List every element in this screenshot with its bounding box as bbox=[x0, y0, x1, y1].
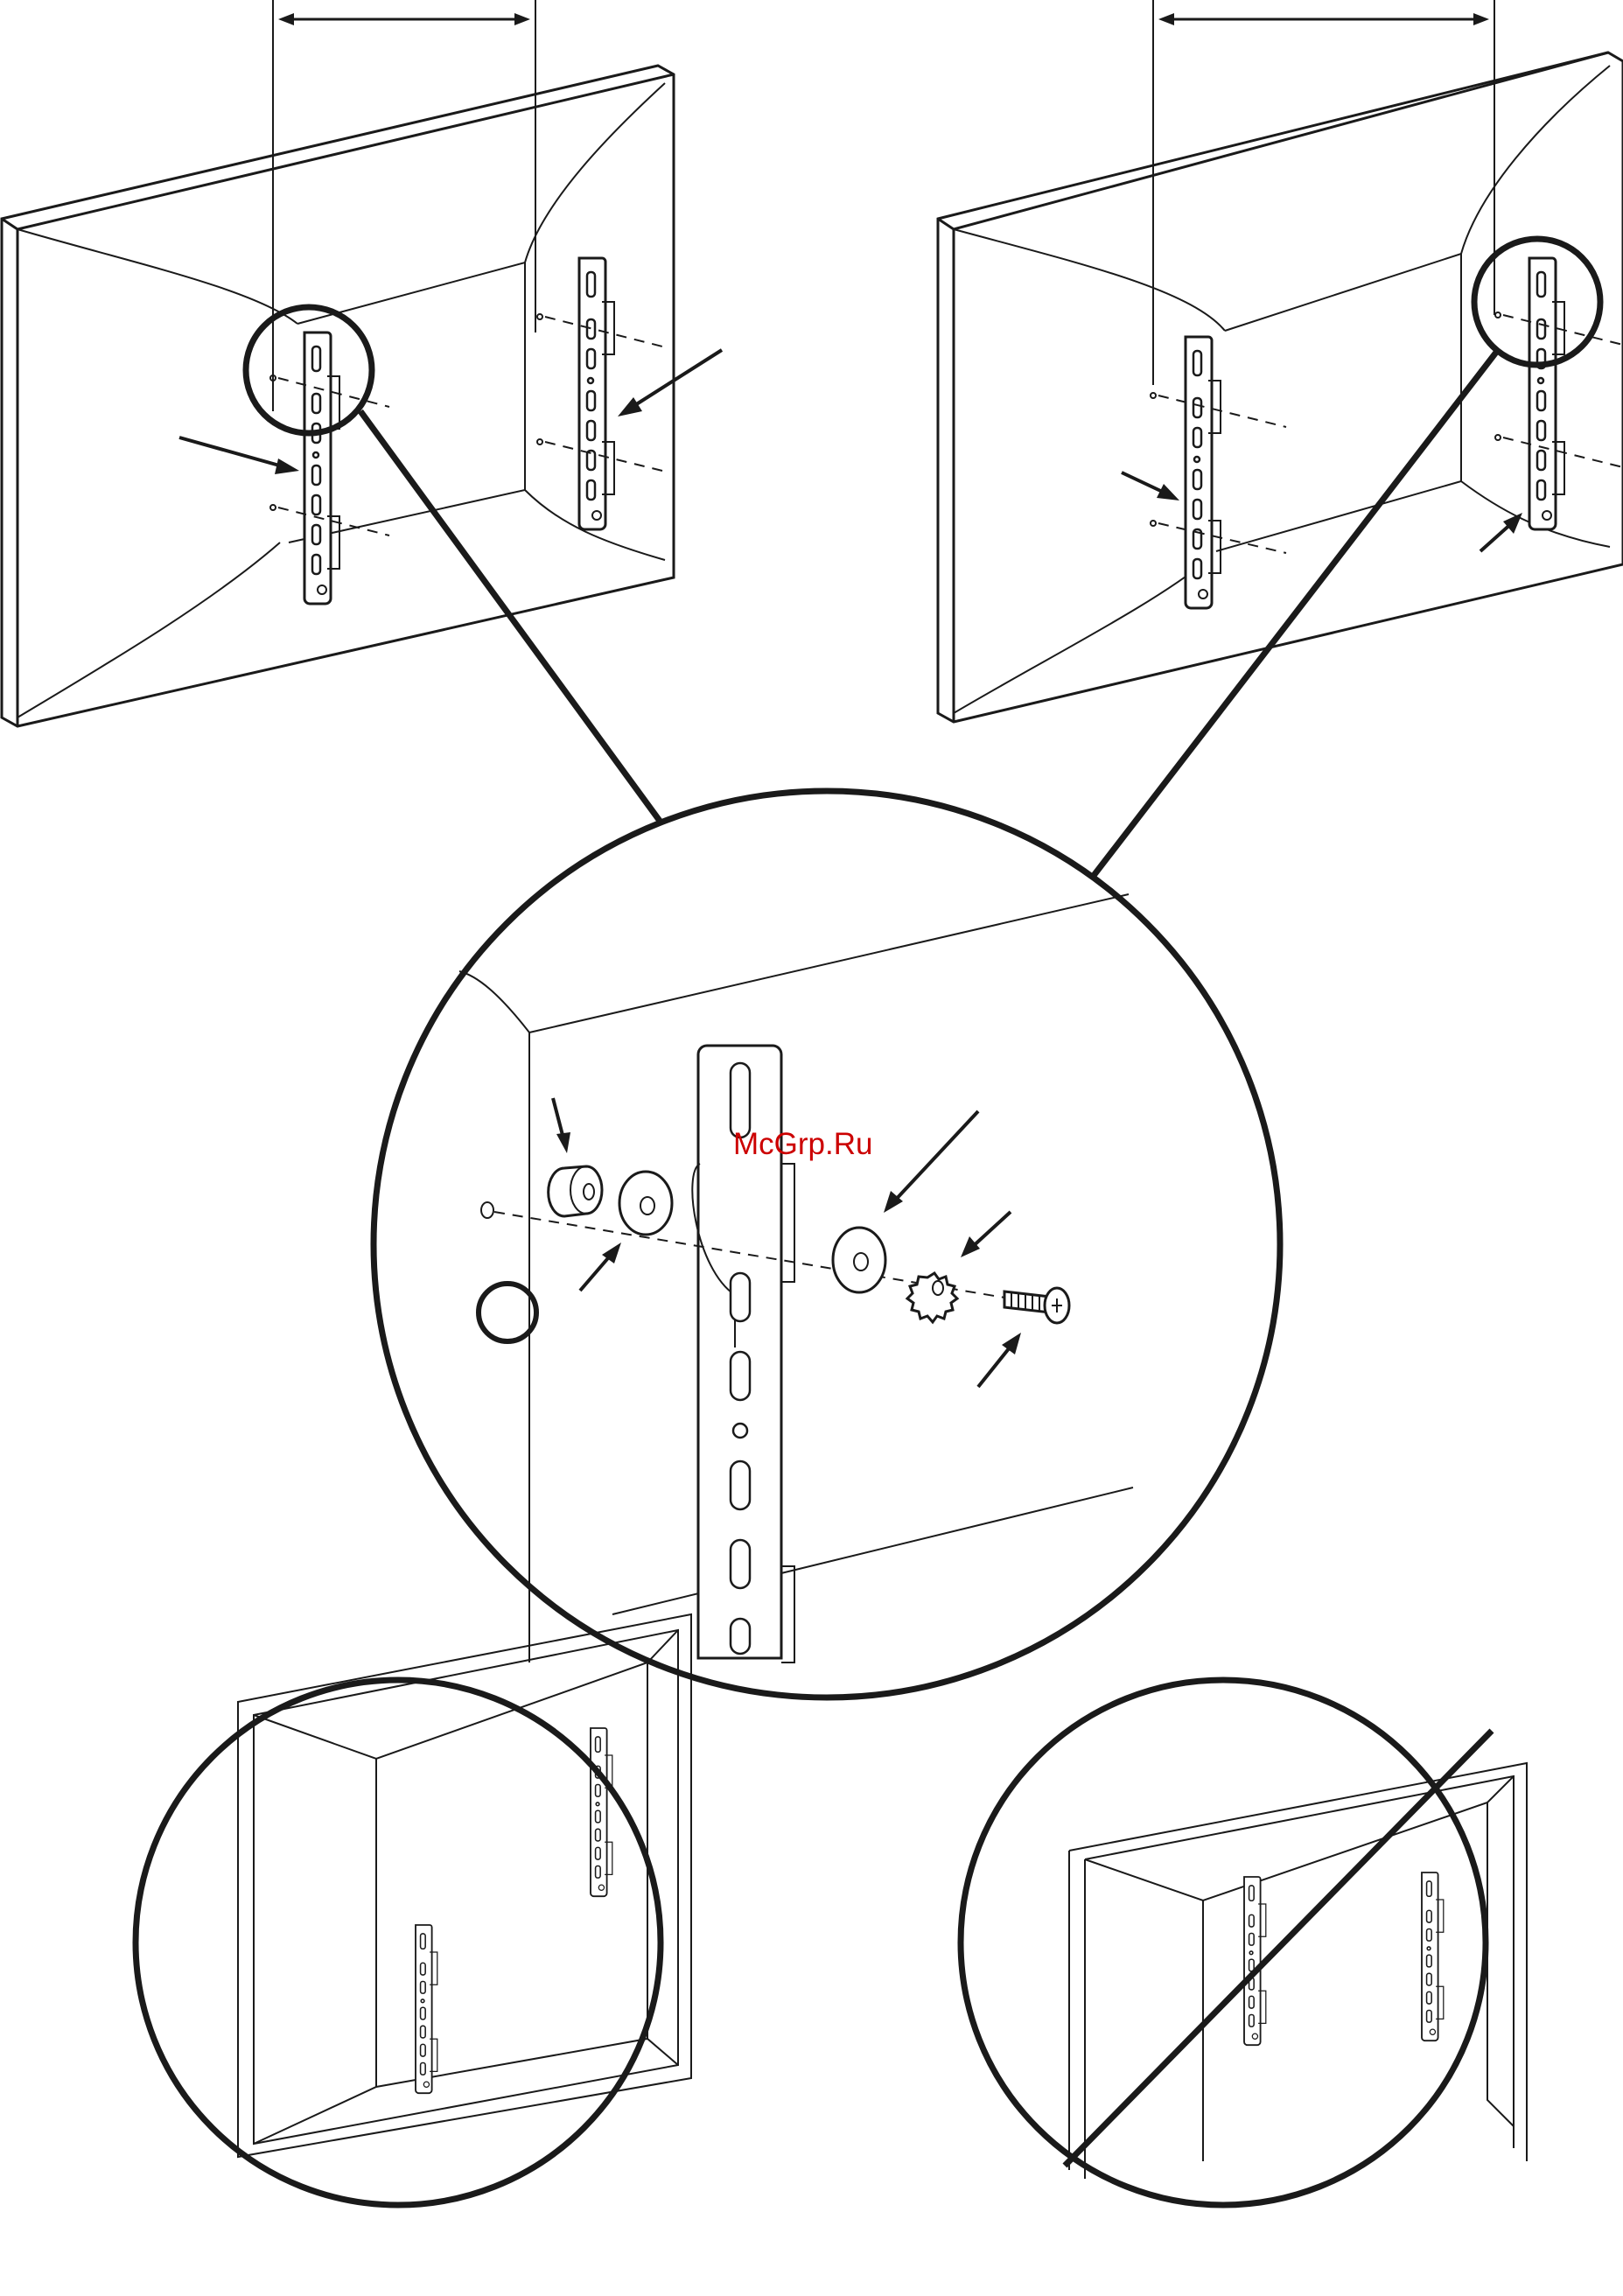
detail-hardware-callout bbox=[374, 791, 1280, 1698]
tv-back-left-view bbox=[2, 0, 722, 726]
watermark-text: McGrp.Ru bbox=[733, 1129, 908, 1159]
dimension-arrow-icon bbox=[278, 13, 530, 25]
tv-back-right-view bbox=[938, 0, 1623, 722]
washer-icon bbox=[833, 1228, 885, 1292]
correct-mounting-example bbox=[136, 1614, 691, 2205]
spacer-icon bbox=[549, 1166, 602, 1216]
dimension-arrow-icon bbox=[1158, 13, 1489, 25]
incorrect-mounting-example bbox=[961, 1680, 1527, 2205]
washer-icon bbox=[619, 1172, 672, 1235]
